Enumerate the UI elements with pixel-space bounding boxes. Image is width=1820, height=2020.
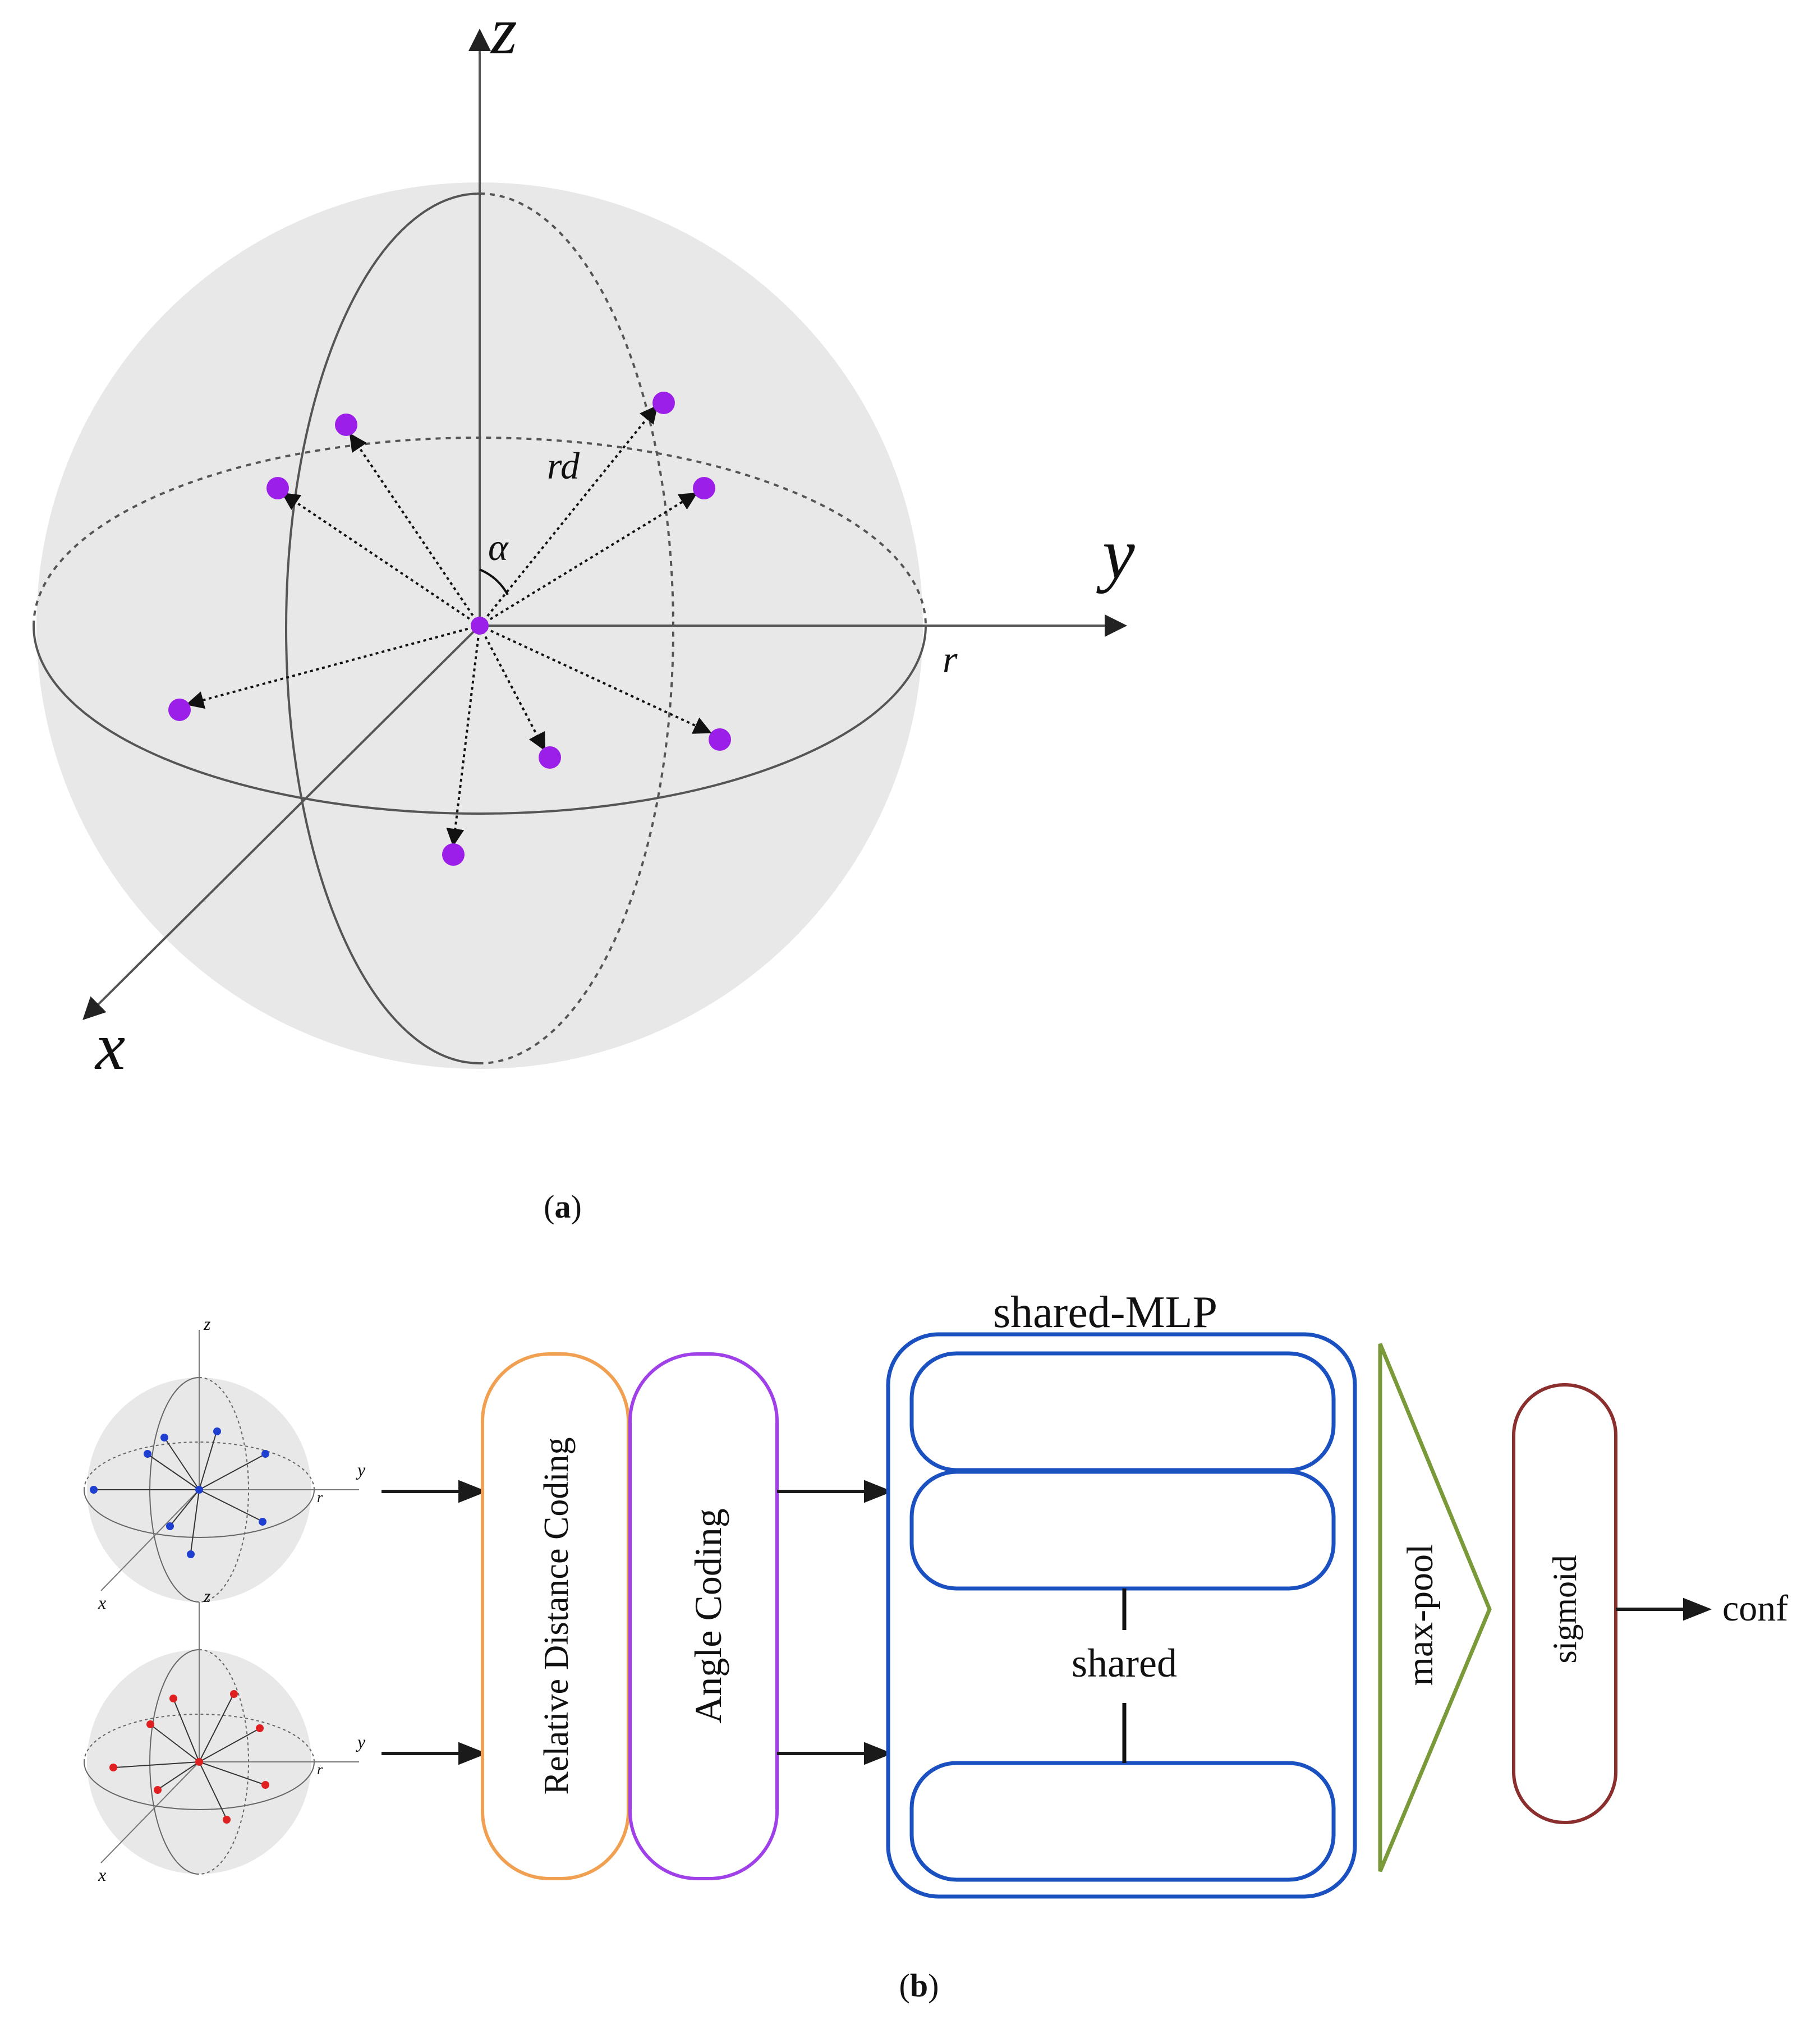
sample-points — [168, 392, 731, 866]
mini-x-label: x — [98, 1592, 106, 1613]
panel-b-network-diagram: z y x r — [84, 1288, 1788, 2004]
point — [693, 477, 715, 499]
y-axis-label: y — [1096, 513, 1135, 594]
r-label: r — [943, 638, 958, 681]
mini-z-label: z — [203, 1586, 211, 1606]
max-pool-block — [1378, 1343, 1492, 1872]
mini-r-label: r — [317, 1489, 323, 1505]
point — [442, 843, 465, 866]
shared-label: shared — [1072, 1641, 1177, 1686]
mini-z-label: z — [203, 1314, 211, 1334]
angle-coding-label: Angle Coding — [687, 1508, 729, 1723]
alpha-label: α — [488, 526, 509, 568]
caption-a: (a) — [544, 1188, 582, 1225]
mini-r-label: r — [317, 1761, 323, 1778]
coding-to-mlp-arrows — [777, 1480, 893, 1765]
meridian-front — [285, 192, 480, 1064]
point — [709, 728, 731, 751]
x-axis-label: x — [94, 1009, 125, 1084]
point — [168, 699, 191, 721]
sigmoid-label: sigmoid — [1546, 1555, 1583, 1663]
point — [652, 392, 675, 414]
mlp-layer-1 — [909, 1351, 1336, 1472]
caption-b: (b) — [899, 1967, 939, 2004]
alpha-arc — [479, 568, 509, 595]
x-axis — [82, 625, 481, 1020]
input-arrows — [382, 1480, 488, 1765]
mini-x-label: x — [98, 1865, 106, 1885]
center-point — [471, 617, 489, 635]
point — [266, 477, 289, 499]
mini-y-label: y — [356, 1459, 366, 1480]
mlp-layer-3 — [909, 1761, 1336, 1882]
equator-front — [33, 625, 927, 815]
output-arrow — [1616, 1597, 1712, 1621]
panel-a-sphere-diagram: z y x rd α r (a) — [33, 0, 1135, 1225]
mini-sphere-red: z y x r — [84, 1586, 366, 1885]
z-axis-label: z — [490, 0, 517, 68]
meridian-back — [479, 192, 674, 1064]
mlp-layer-2 — [909, 1470, 1336, 1591]
point — [539, 746, 561, 769]
point — [335, 414, 357, 436]
shared-mlp-title: shared-MLP — [993, 1288, 1217, 1337]
max-pool-label: max-pool — [1400, 1544, 1441, 1686]
mini-y-label: y — [356, 1732, 366, 1752]
rd-label: rd — [547, 444, 580, 487]
relative-distance-coding-label: Relative Distance Coding — [537, 1437, 576, 1794]
output-conf-label: conf — [1722, 1588, 1788, 1629]
angle-coding-block — [628, 1352, 779, 1880]
mini-sphere-blue: z y x r — [84, 1314, 366, 1613]
sigmoid-block — [1512, 1383, 1617, 1824]
vectors — [186, 405, 712, 847]
